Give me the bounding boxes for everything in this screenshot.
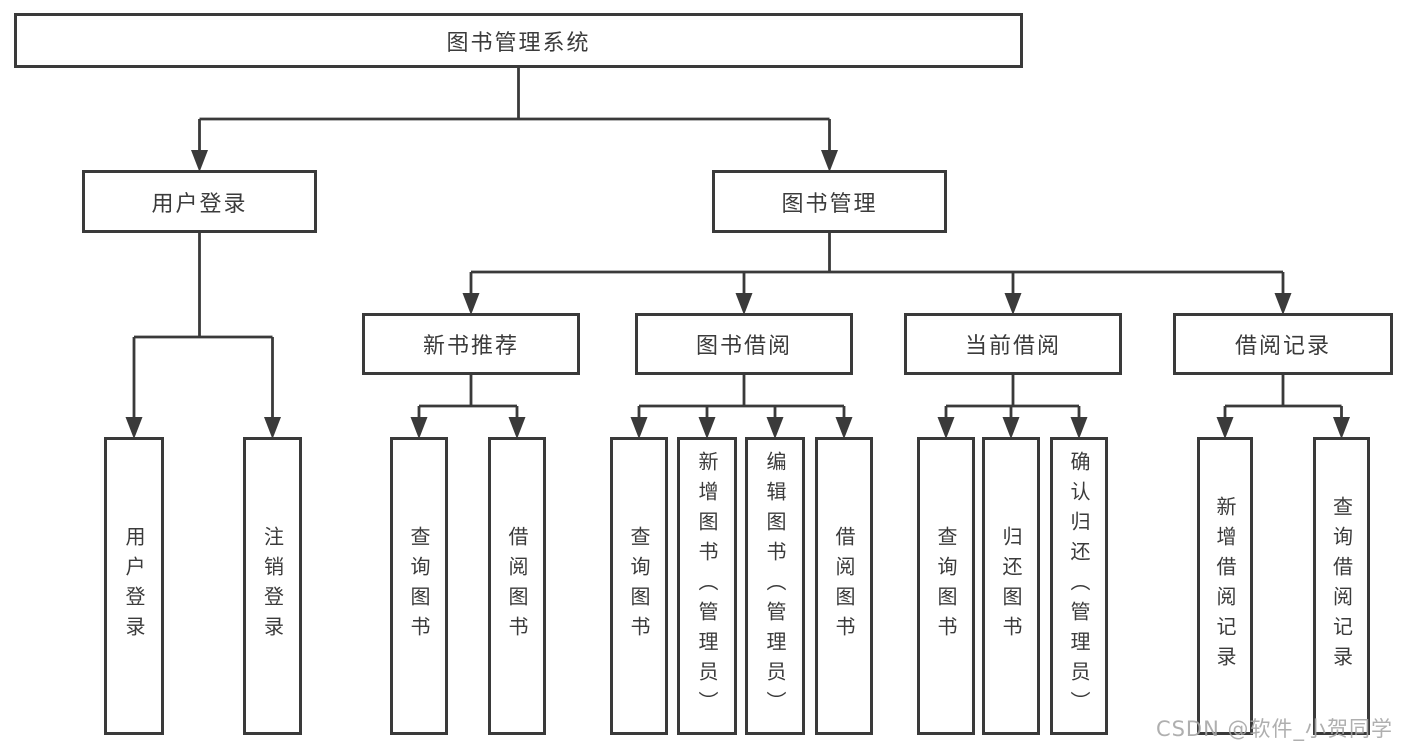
node-label-leaf-query-book-1: 查询图书: [407, 526, 431, 646]
node-leaf-query-book-1: 查询图书: [390, 437, 448, 735]
node-leaf-query-borrow-rec: 查询借阅记录: [1313, 437, 1370, 735]
arrow-head-icon: [125, 417, 143, 439]
node-leaf-borrow-book-1: 借阅图书: [488, 437, 546, 735]
arrow-head-icon: [1070, 417, 1088, 439]
node-book-mgmt: 图书管理: [712, 170, 947, 233]
arrow-head-icon: [1216, 417, 1234, 439]
node-label-leaf-logout: 注销登录: [260, 526, 285, 646]
node-leaf-return-book: 归还图书: [982, 437, 1040, 735]
node-leaf-user-login: 用户登录: [104, 437, 164, 735]
arrow-head-icon: [1274, 293, 1292, 315]
node-new-book-rec: 新书推荐: [362, 313, 580, 375]
node-root: 图书管理系统: [14, 13, 1023, 68]
node-label-leaf-user-login: 用户登录: [122, 526, 146, 646]
node-book-borrow: 图书借阅: [635, 313, 853, 375]
node-current-borrow: 当前借阅: [904, 313, 1122, 375]
arrow-head-icon: [410, 417, 428, 439]
arrow-head-icon: [462, 293, 480, 315]
node-label-leaf-borrow-book-1: 借阅图书: [505, 526, 529, 646]
node-label-leaf-query-book-2: 查询图书: [627, 526, 651, 646]
edge-current-borrow: [944, 375, 1081, 425]
arrow-head-icon: [264, 417, 281, 439]
node-leaf-edit-book: 编辑图书（管理员）: [745, 437, 805, 735]
node-label-current-borrow: 当前借阅: [964, 334, 1061, 359]
arrow-head-icon: [1002, 417, 1020, 439]
node-leaf-logout: 注销登录: [243, 437, 302, 735]
arrow-head-icon: [191, 150, 208, 172]
node-user-login: 用户登录: [82, 170, 317, 233]
arrow-head-icon: [1333, 417, 1350, 439]
edge-book-borrow: [637, 375, 846, 425]
node-label-leaf-query-book-3: 查询图书: [934, 526, 958, 646]
watermark: CSDN @软件_小贺同学: [1155, 717, 1393, 741]
node-borrow-records: 借阅记录: [1173, 313, 1393, 375]
node-leaf-query-book-2: 查询图书: [610, 437, 668, 735]
edge-user-login: [132, 233, 274, 425]
node-label-leaf-edit-book: 编辑图书（管理员）: [763, 451, 787, 721]
node-leaf-borrow-book-2: 借阅图书: [815, 437, 873, 735]
node-label-leaf-return-book: 归还图书: [999, 526, 1023, 646]
node-label-root: 图书管理系统: [446, 30, 591, 56]
node-label-borrow-records: 借阅记录: [1234, 334, 1331, 359]
node-label-book-borrow: 图书借阅: [695, 334, 792, 359]
node-label-leaf-add-book: 新增图书（管理员）: [695, 451, 719, 721]
node-leaf-add-book: 新增图书（管理员）: [677, 437, 737, 735]
arrow-head-icon: [1004, 293, 1022, 315]
edge-borrow-records: [1223, 375, 1343, 425]
node-label-leaf-borrow-book-2: 借阅图书: [832, 526, 856, 646]
arrow-head-icon: [766, 417, 784, 439]
edge-book-mgmt: [469, 233, 1285, 301]
arrow-head-icon: [630, 417, 648, 439]
arrow-head-icon: [821, 150, 838, 172]
node-leaf-confirm-return: 确认归还（管理员）: [1050, 437, 1108, 735]
node-label-leaf-add-borrow-rec: 新增借阅记录: [1213, 496, 1237, 676]
node-leaf-query-book-3: 查询图书: [917, 437, 975, 735]
node-label-user-login: 用户登录: [151, 191, 248, 217]
arrow-head-icon: [508, 417, 526, 439]
node-label-new-book-rec: 新书推荐: [422, 334, 519, 359]
node-label-leaf-confirm-return: 确认归还（管理员）: [1067, 451, 1091, 721]
edge-new-book-rec: [417, 375, 519, 425]
node-label-book-mgmt: 图书管理: [781, 191, 878, 217]
arrow-head-icon: [735, 293, 753, 315]
node-label-leaf-query-borrow-rec: 查询借阅记录: [1329, 496, 1354, 676]
arrow-head-icon: [835, 417, 853, 439]
arrow-head-icon: [937, 417, 955, 439]
edge-root: [198, 68, 831, 158]
node-leaf-add-borrow-rec: 新增借阅记录: [1197, 437, 1253, 735]
arrow-head-icon: [698, 417, 716, 439]
